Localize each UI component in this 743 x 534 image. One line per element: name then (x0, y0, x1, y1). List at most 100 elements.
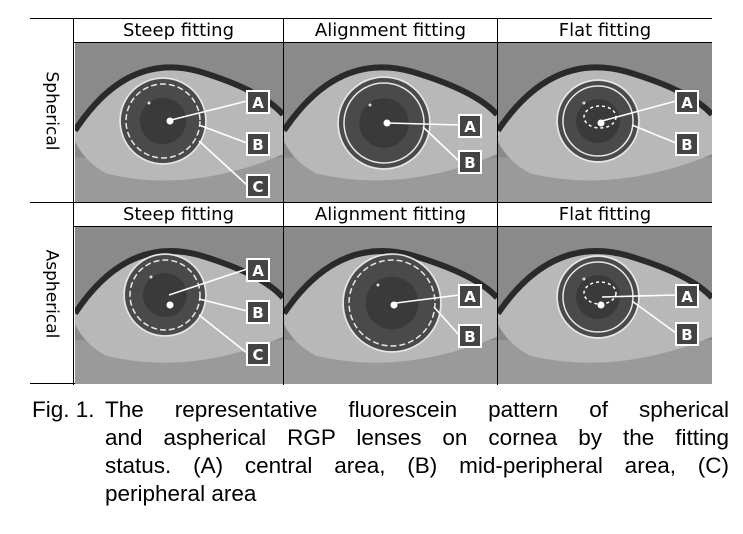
light-reflex (383, 119, 391, 127)
eye-illustration: A B C (75, 227, 283, 384)
upper-eyelid (498, 248, 712, 316)
row-label-aspherical: Aspherical (30, 202, 74, 385)
caption-line-1: The representative fluorescein pattern o… (105, 397, 729, 422)
light-reflex (597, 301, 605, 309)
callout-box (246, 300, 270, 324)
callout-label: A (252, 262, 264, 280)
callout-label: B (681, 326, 692, 344)
light-reflex (390, 301, 398, 309)
touch-zone-ring (583, 281, 617, 305)
lens-edge-ring (119, 77, 207, 165)
col-header-flat-spherical: Flat fitting (498, 19, 712, 43)
callout-label: B (681, 136, 692, 154)
lens-inner-ring (343, 82, 425, 164)
col-header-steep-aspherical: Steep fitting (74, 203, 283, 227)
upper-eyelid (284, 248, 497, 316)
caption-text: The representative fluorescein pattern o… (105, 396, 729, 508)
callout-box (458, 324, 482, 348)
eye-illustration: A B C (75, 43, 283, 202)
light-reflex-small (149, 275, 153, 279)
callout-label: B (464, 328, 475, 346)
callout-line (631, 124, 677, 144)
callout-box (675, 284, 699, 308)
eye-photo-spherical-steep: A B C (75, 43, 283, 202)
callout-line (433, 306, 460, 336)
callout-line (601, 294, 677, 298)
callout-box (246, 342, 270, 366)
caption-line-4: peripheral area (105, 481, 257, 506)
lens-inner-ring (562, 261, 634, 333)
col-divider-2 (497, 19, 498, 385)
light-reflex (166, 301, 174, 309)
callout-line (198, 314, 248, 354)
figure-1: Spherical Aspherical Steep fitting Align… (30, 18, 712, 385)
row-divider (30, 202, 712, 203)
callout-box (675, 132, 699, 156)
callout-line (631, 300, 677, 334)
col-divider-1 (283, 19, 284, 385)
figure-number: Fig. 1. (32, 397, 95, 422)
figure-grid: Spherical Aspherical Steep fitting Align… (30, 18, 712, 385)
lens-inner-ring (562, 85, 634, 157)
callout-line (198, 298, 248, 312)
lens-edge-ring (123, 253, 207, 337)
callout-label: B (252, 136, 263, 154)
col-header-flat-aspherical: Flat fitting (498, 203, 712, 227)
callout-box (458, 150, 482, 174)
light-reflex-small (147, 101, 151, 105)
lens-edge-ring (556, 255, 640, 339)
callout-label: B (252, 304, 263, 322)
callout-box (458, 284, 482, 308)
callout-box (675, 322, 699, 346)
callout-label: A (252, 94, 264, 112)
lens-edge-ring (342, 253, 442, 353)
caption-line-2: and aspherical RGP lenses on cornea by t… (105, 425, 729, 450)
callout-line (395, 294, 460, 304)
callout-label: A (681, 288, 693, 306)
eye-illustration: AB (284, 43, 497, 202)
eye-illustration: AB (498, 227, 712, 384)
lens-inner-ring (129, 259, 201, 331)
callout-box (246, 132, 270, 156)
eye-photo-aspherical-steep: A B C (75, 227, 283, 384)
col-header-alignment-aspherical: Alignment fitting (284, 203, 497, 227)
eye-illustration: AB (284, 227, 497, 384)
col-header-steep-spherical: Steep fitting (74, 19, 283, 43)
callout-line (166, 100, 248, 122)
callout-line (422, 126, 460, 162)
lens-inner-ring (348, 259, 436, 347)
lens-edge-ring (337, 76, 431, 170)
lens-inner-ring (125, 83, 201, 159)
callout-label: A (464, 288, 476, 306)
callout-box (675, 90, 699, 114)
callout-box (246, 258, 270, 282)
callout-box (246, 90, 270, 114)
callout-line (198, 140, 248, 186)
callout-label: A (464, 118, 476, 136)
callout-line (387, 122, 460, 126)
callout-label: A (681, 94, 693, 112)
pupil (143, 273, 187, 317)
callout-line (168, 268, 248, 296)
callout-box (246, 174, 270, 198)
callout-label: B (464, 154, 475, 172)
callout-label: C (252, 178, 263, 196)
callout-line (601, 100, 677, 122)
col-header-alignment-spherical: Alignment fitting (284, 19, 497, 43)
eye-illustration: AB (498, 43, 712, 202)
callout-label: C (252, 346, 263, 364)
light-reflex-small (582, 101, 586, 105)
light-reflex-small (582, 277, 586, 281)
callout-line (198, 124, 248, 144)
row-label-spherical: Spherical (30, 19, 74, 202)
callout-box (458, 114, 482, 138)
pupil (139, 97, 187, 145)
caption-line-3: status. (A) central area, (B) mid-periph… (105, 453, 729, 478)
light-reflex-small (368, 103, 372, 107)
light-reflex-small (376, 283, 380, 287)
lens-edge-ring (556, 79, 640, 163)
